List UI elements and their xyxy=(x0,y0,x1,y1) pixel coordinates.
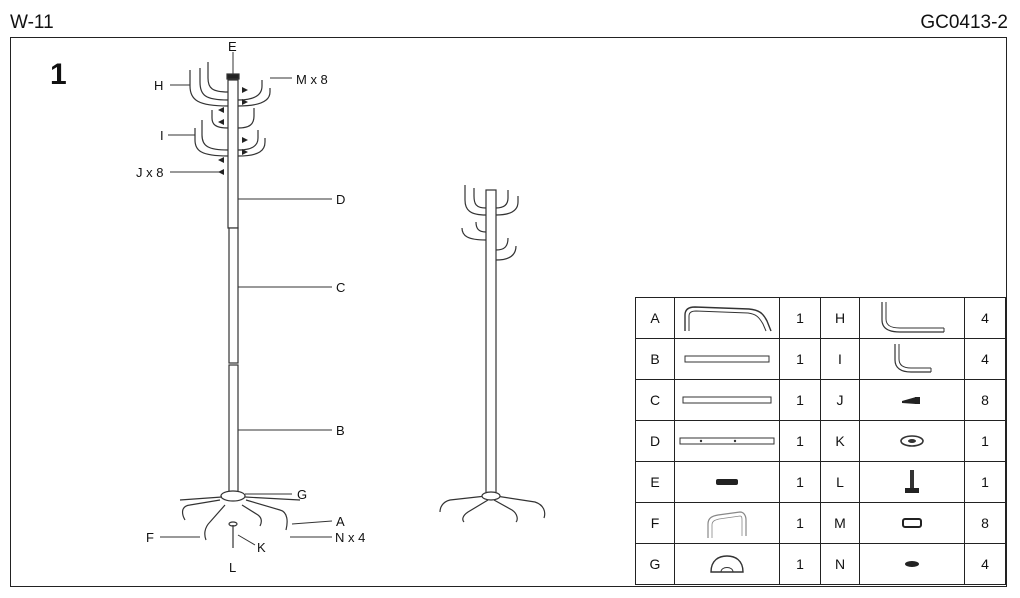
part-letter: D xyxy=(635,420,675,462)
long-hook-icon xyxy=(859,297,965,339)
part-letter: A xyxy=(635,297,675,339)
part-letter: I xyxy=(820,338,860,380)
callout-g: G xyxy=(297,487,308,502)
callout-a: A xyxy=(336,514,345,529)
part-quantity: 1 xyxy=(779,338,821,380)
part-quantity: 1 xyxy=(964,461,1006,503)
part-quantity: 1 xyxy=(779,461,821,503)
top-cap-icon xyxy=(674,461,780,503)
part-letter: E xyxy=(635,461,675,503)
part-quantity: 4 xyxy=(964,543,1006,585)
callout-f: F xyxy=(146,530,154,545)
part-quantity: 1 xyxy=(779,502,821,544)
callout-i: I xyxy=(160,128,164,143)
part-letter: K xyxy=(820,420,860,462)
document-code: W-11 xyxy=(10,12,54,33)
callout-j: J x 8 xyxy=(136,165,164,180)
tube-bottom-icon xyxy=(674,338,780,380)
part-letter: B xyxy=(635,338,675,380)
part-quantity: 1 xyxy=(779,543,821,585)
washer-icon xyxy=(859,420,965,462)
wedge-plug-icon xyxy=(859,379,965,421)
tube-top-icon xyxy=(674,420,780,462)
callout-h: H xyxy=(154,78,164,93)
product-code: GC0413-2 xyxy=(920,12,1008,33)
part-letter: N xyxy=(820,543,860,585)
part-quantity: 1 xyxy=(779,379,821,421)
base-hub-cover-icon xyxy=(674,543,780,585)
part-quantity: 1 xyxy=(779,297,821,339)
tube-middle-icon xyxy=(674,379,780,421)
part-quantity: 8 xyxy=(964,502,1006,544)
callout-m: M x 8 xyxy=(296,72,328,87)
base-leg-icon xyxy=(674,297,780,339)
callout-n: N x 4 xyxy=(335,530,366,545)
instruction-frame xyxy=(10,37,1007,587)
foot-cap-icon xyxy=(859,543,965,585)
assembled-coat-rack xyxy=(439,185,546,523)
part-quantity: 8 xyxy=(964,379,1006,421)
callout-k: K xyxy=(257,540,266,555)
part-letter: J xyxy=(820,379,860,421)
part-letter: L xyxy=(820,461,860,503)
part-quantity: 1 xyxy=(779,420,821,462)
callout-l: L xyxy=(229,560,237,575)
part-quantity: 1 xyxy=(964,420,1006,462)
part-quantity: 4 xyxy=(964,338,1006,380)
part-letter: F xyxy=(635,502,675,544)
part-letter: G xyxy=(635,543,675,585)
base-leg-light-icon xyxy=(674,502,780,544)
part-letter: H xyxy=(820,297,860,339)
short-hook-icon xyxy=(859,338,965,380)
callout-d: D xyxy=(336,192,346,207)
callout-e: E xyxy=(228,39,237,54)
callout-b: B xyxy=(336,423,345,438)
part-letter: M xyxy=(820,502,860,544)
part-quantity: 4 xyxy=(964,297,1006,339)
step-number: 1 xyxy=(50,58,67,91)
callout-c: C xyxy=(336,280,346,295)
part-letter: C xyxy=(635,379,675,421)
bolt-icon xyxy=(859,461,965,503)
hook-cap-icon xyxy=(859,502,965,544)
